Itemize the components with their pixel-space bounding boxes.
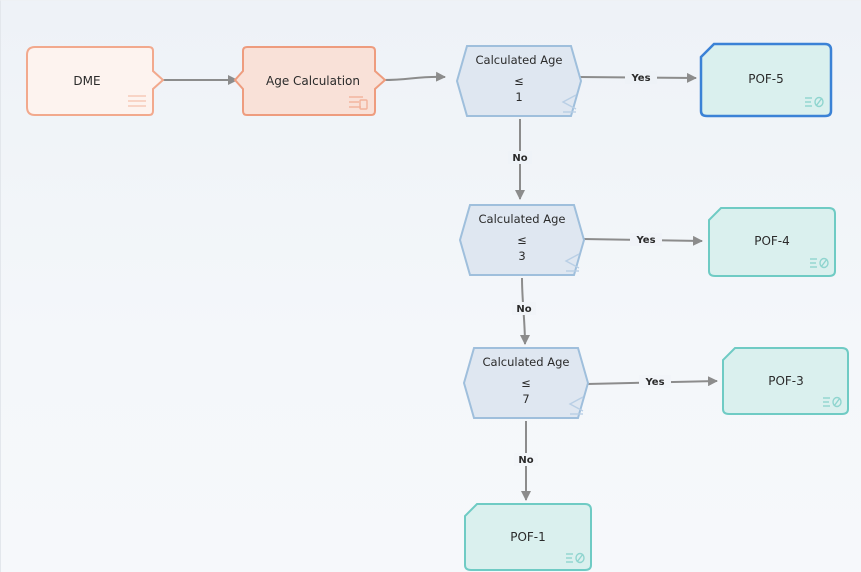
return-value-icon: [566, 552, 585, 564]
list-lines-icon: [128, 95, 146, 107]
edge-label-yes: Yes: [644, 377, 664, 388]
edge-label-no: No: [516, 304, 531, 315]
edge-label-no: No: [512, 153, 527, 164]
less-equal-icon: [561, 94, 577, 113]
edge-condition-1-no[interactable]: No: [508, 119, 532, 200]
condition-value: 7: [522, 392, 529, 406]
less-equal-icon: [564, 253, 580, 272]
node-pof-4[interactable]: POF-4: [708, 207, 836, 277]
node-pof-4-label: POF-4: [754, 234, 790, 248]
edge-label-yes: Yes: [630, 73, 650, 84]
node-age-calculation-label: Age Calculation: [266, 74, 360, 88]
return-value-icon: [810, 257, 829, 269]
node-pof-5-label: POF-5: [748, 72, 784, 86]
condition-value: 3: [518, 249, 525, 263]
edge-condition-1-yes[interactable]: Yes: [578, 71, 697, 84]
condition-label: Calculated Age: [476, 53, 563, 67]
node-pof-3-label: POF-3: [768, 374, 804, 388]
calculator-icon: [349, 96, 368, 110]
node-condition-calculated-age-le-3[interactable]: Calculated Age ≤ 3: [458, 204, 586, 276]
edge-condition-2-yes[interactable]: Yes: [582, 233, 703, 246]
condition-operator: ≤: [517, 233, 527, 247]
condition-operator: ≤: [521, 376, 531, 390]
edge-condition-3-yes[interactable]: Yes: [586, 375, 718, 388]
return-value-icon: [805, 96, 824, 108]
node-dme[interactable]: DME: [26, 46, 165, 116]
less-equal-icon: [568, 396, 584, 415]
edge-age-calculation-to-condition-1[interactable]: [382, 71, 446, 82]
node-pof-5[interactable]: POF-5: [699, 42, 833, 118]
edge-label-yes: Yes: [635, 235, 655, 246]
node-condition-calculated-age-le-1[interactable]: Calculated Age ≤ 1: [455, 45, 583, 117]
condition-operator: ≤: [514, 74, 524, 88]
condition-value: 1: [515, 90, 522, 104]
return-value-icon: [823, 396, 842, 408]
edge-condition-3-no[interactable]: No: [514, 421, 538, 501]
node-age-calculation[interactable]: Age Calculation: [233, 46, 387, 116]
node-pof-3[interactable]: POF-3: [722, 347, 849, 415]
edge-label-no: No: [518, 455, 533, 466]
edge-condition-2-no[interactable]: No: [512, 277, 536, 345]
node-dme-label: DME: [73, 74, 100, 88]
node-pof-1-label: POF-1: [510, 530, 546, 544]
node-condition-calculated-age-le-7[interactable]: Calculated Age ≤ 7: [462, 347, 590, 419]
node-pof-1[interactable]: POF-1: [464, 503, 592, 571]
condition-label: Calculated Age: [479, 212, 566, 226]
condition-label: Calculated Age: [483, 355, 570, 369]
